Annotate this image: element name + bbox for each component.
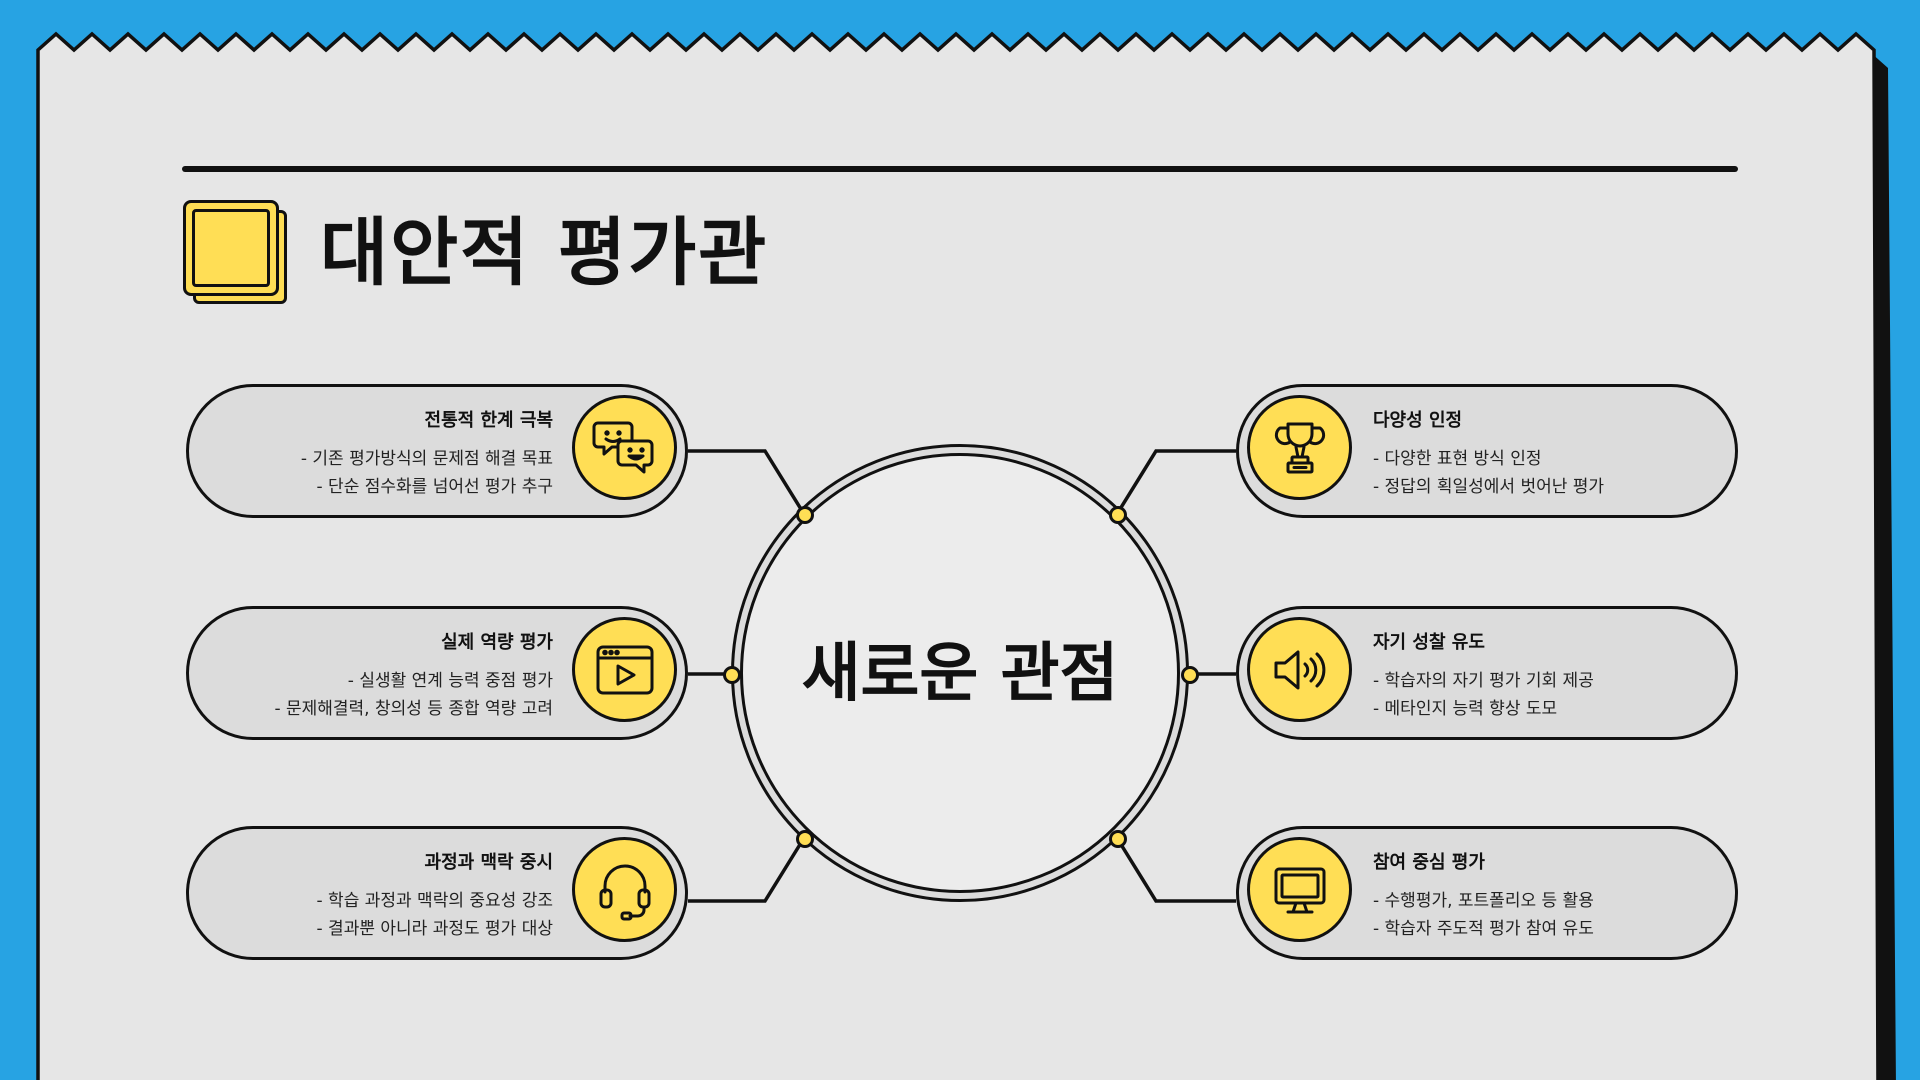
monitor-icon	[1274, 867, 1325, 913]
speaker-icon	[1274, 650, 1325, 689]
node-bullet: - 학습자의 자기 평가 기회 제공	[1373, 671, 1594, 691]
icon-circle	[572, 617, 677, 722]
icon-circle	[572, 395, 677, 500]
node-bullet: - 학습자 주도적 평가 참여 유도	[1373, 919, 1594, 939]
node-title: 다양성 인정	[1373, 410, 1463, 431]
icon-circle	[1247, 837, 1352, 942]
title-badge-inner	[192, 209, 270, 287]
junction-dot	[723, 666, 741, 684]
page-title: 대안적 평가관	[320, 210, 769, 296]
headset-icon	[599, 864, 650, 920]
junction-dot	[1109, 506, 1127, 524]
node-title: 실제 역량 평가	[441, 632, 553, 653]
node-bullet: - 메타인지 능력 향상 도모	[1373, 699, 1558, 719]
icon-circle	[1247, 617, 1352, 722]
node-bullet: - 실생활 연계 능력 중점 평가	[347, 671, 553, 691]
node-traditional-limits: 전통적 한계 극복 - 기존 평가방식의 문제점 해결 목표 - 단순 점수화를…	[186, 384, 688, 518]
junction-dot	[796, 506, 814, 524]
icon-circle	[572, 837, 677, 942]
title-rule	[182, 166, 1738, 172]
video-player-icon	[596, 645, 653, 694]
node-process-context: 과정과 맥락 중시 - 학습 과정과 맥락의 중요성 강조 - 결과뿐 아니라 …	[186, 826, 688, 960]
node-bullet: - 다양한 표현 방식 인정	[1373, 449, 1542, 469]
node-bullet: - 단순 점수화를 넘어선 평가 추구	[316, 477, 553, 497]
center-label: 새로운 관점	[801, 637, 1119, 711]
junction-dot	[1109, 830, 1127, 848]
node-bullet: - 학습 과정과 맥락의 중요성 강조	[316, 891, 553, 911]
node-bullet: - 기존 평가방식의 문제점 해결 목표	[300, 449, 553, 469]
title-badge	[183, 200, 287, 304]
node-participation: 참여 중심 평가 - 수행평가, 포트폴리오 등 활용 - 학습자 주도적 평가…	[1236, 826, 1738, 960]
node-title: 자기 성찰 유도	[1373, 632, 1485, 653]
junction-dot	[1181, 666, 1199, 684]
node-bullet: - 정답의 획일성에서 벗어난 평가	[1373, 477, 1605, 497]
node-bullet: - 문제해결력, 창의성 등 종합 역량 고려	[274, 699, 553, 719]
icon-circle	[1247, 395, 1352, 500]
speech-bubbles-icon	[592, 421, 653, 473]
node-self-reflection: 자기 성찰 유도 - 학습자의 자기 평가 기회 제공 - 메타인지 능력 향상…	[1236, 606, 1738, 740]
node-title: 참여 중심 평가	[1373, 852, 1485, 873]
junction-dot	[796, 830, 814, 848]
center-ring	[740, 453, 1180, 893]
node-real-competency: 실제 역량 평가 - 실생활 연계 능력 중점 평가 - 문제해결력, 창의성 …	[186, 606, 688, 740]
node-title: 과정과 맥락 중시	[424, 852, 553, 873]
trophy-icon	[1274, 422, 1325, 473]
node-title: 전통적 한계 극복	[424, 410, 553, 431]
title-badge-front	[183, 200, 279, 296]
node-bullet: - 결과뿐 아니라 과정도 평가 대상	[316, 919, 553, 939]
node-bullet: - 수행평가, 포트폴리오 등 활용	[1373, 891, 1594, 911]
node-diversity: 다양성 인정 - 다양한 표현 방식 인정 - 정답의 획일성에서 벗어난 평가	[1236, 384, 1738, 518]
